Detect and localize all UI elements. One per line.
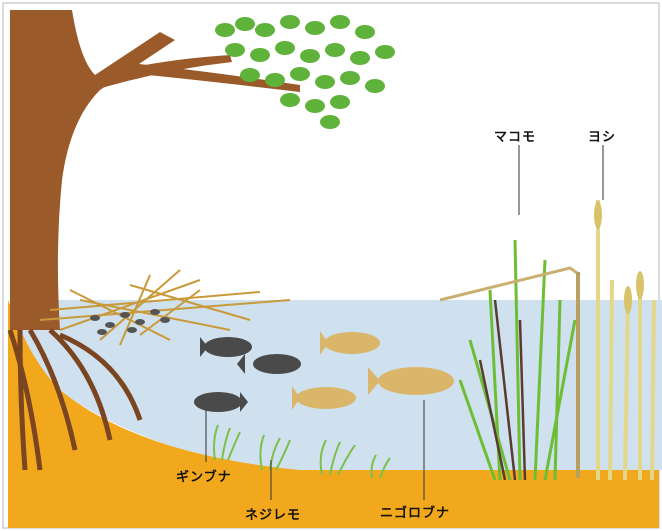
label-nejiremo: ネジレモ: [245, 504, 301, 523]
label-nigorobuna: ニゴロブナ: [380, 502, 450, 521]
label-ginbuna: ギンブナ: [176, 466, 232, 485]
label-makomo: マコモ: [494, 126, 536, 145]
label-yoshi: ヨシ: [588, 126, 616, 145]
